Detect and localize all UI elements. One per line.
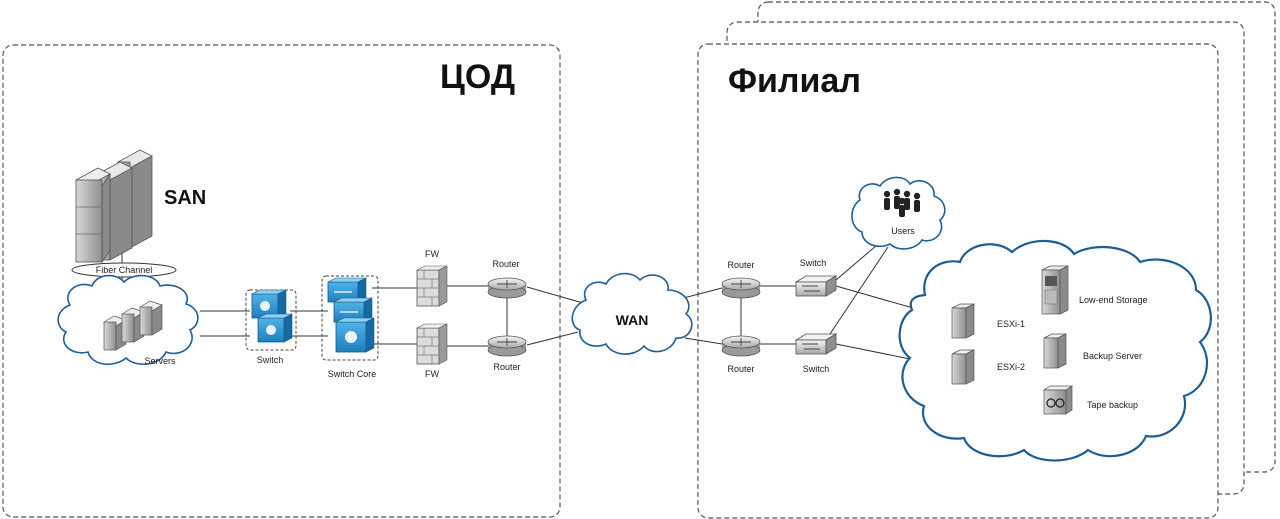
servers-label: Servers: [144, 356, 176, 366]
san-label: SAN: [164, 187, 206, 209]
branch-switch-top-icon: [794, 275, 838, 297]
users-icon: [883, 188, 921, 217]
fw-bottom-label: FW: [425, 369, 439, 379]
fiber-channel-ellipse: [71, 262, 177, 278]
branch-title: Филиал: [728, 62, 861, 100]
backup-server-label: Backup Server: [1083, 351, 1142, 361]
dc-router-bottom-icon: [487, 335, 527, 357]
switch-core-label: Switch Core: [328, 369, 377, 379]
low-end-storage-icon: [1041, 265, 1069, 315]
low-end-storage-label: Low-end Storage: [1079, 295, 1148, 305]
firewall-top-icon: [416, 265, 448, 307]
branch-switch-bottom-icon: [794, 333, 838, 355]
switch-core-icon: [327, 277, 375, 353]
switch-icon: [251, 289, 293, 343]
users-label: Users: [891, 226, 915, 236]
branch-router-top-icon: [721, 277, 761, 299]
branch-router-bottom-label: Router: [727, 364, 754, 374]
firewall-bottom-icon: [416, 323, 448, 365]
dc-router-bottom-label: Router: [493, 362, 520, 372]
branch-switch-top-label: Switch: [800, 258, 827, 268]
fw-top-label: FW: [425, 249, 439, 259]
esxi2-server-icon: [951, 349, 975, 385]
datacenter-frame: [2, 44, 561, 518]
tape-backup-label: Tape backup: [1087, 400, 1138, 410]
datacenter-title: ЦОД: [440, 58, 515, 96]
esxi1-label: ESXi-1: [997, 319, 1025, 329]
switch-label: Switch: [257, 355, 284, 365]
users-cloud: [851, 176, 946, 250]
backup-server-icon: [1043, 333, 1067, 369]
dc-router-top-label: Router: [492, 259, 519, 269]
wan-cloud: [571, 272, 693, 355]
wan-label: WAN: [616, 312, 649, 328]
branch-router-top-label: Router: [727, 260, 754, 270]
tape-backup-icon: [1042, 385, 1074, 415]
esxi1-server-icon: [951, 303, 975, 339]
servers-icon: [103, 300, 163, 351]
esxi2-label: ESXi-2: [997, 362, 1025, 372]
branch-router-bottom-icon: [721, 335, 761, 357]
fiber-channel-label: Fiber Channel: [96, 265, 153, 275]
dc-router-top-icon: [487, 277, 527, 299]
branch-switch-bottom-label: Switch: [803, 364, 830, 374]
switch-core-group-box: [321, 275, 379, 361]
san-storage-icon: [75, 149, 153, 264]
